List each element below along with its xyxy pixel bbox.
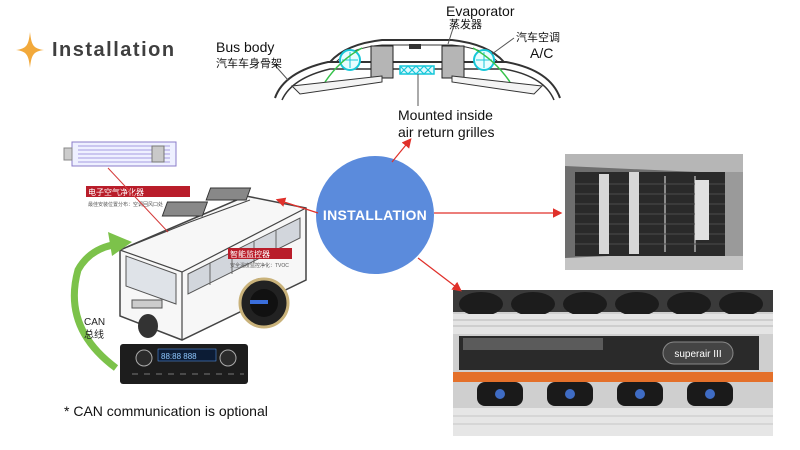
can-footnote: * CAN communication is optional [64,403,268,419]
control-panel-image: 88:88 888 [120,344,248,384]
monitor-tag-text: 智能监控器 [230,249,270,259]
installation-hub-label: INSTALLATION [322,207,428,223]
monitor-tag [228,248,292,259]
bus-illustration: 电子空气净化器 最佳安装位置分布：空调回风口处 智能监控器 安全温度监控净化：T… [63,141,307,384]
mounted-label-line2: air return grilles [398,124,495,140]
superair-badge-text: superair III [674,349,721,360]
evaporator-installed-photo [565,154,743,270]
ac-label: A/C [530,45,554,61]
bus-cross-section-diagram [271,21,561,106]
superair-unit-photo: superair III [453,290,773,436]
evaporator-label: Evaporator [446,3,515,19]
bus-body-label: Bus body [216,39,275,55]
purifier-tag-subtext: 最佳安装位置分布：空调回风口处 [88,201,163,208]
panel-display: 88:88 888 [161,352,197,361]
page-title: Installation [52,39,176,61]
can-label-line1: CAN [84,317,105,328]
installation-hub: INSTALLATION [316,156,434,274]
bus-body-cn-label: 汽车车身骨架 [216,58,282,70]
arrow-to-bottom-photo [417,257,462,292]
purifier-tag [86,186,190,197]
evaporator-cn-label: 蒸发器 [449,19,482,31]
arrow-to-left-bus [275,197,319,214]
purifier-device-image [63,141,177,167]
arrow-to-top-diagram [391,138,412,163]
purifier-tag-text: 电子空气净化器 [88,187,144,197]
monitor-tag-subtext: 安全温度监控净化：TVOC [230,262,289,269]
star-icon [16,32,44,68]
ac-cn-label: 汽车空调 [516,32,560,44]
monitor-device-image [238,277,290,329]
can-label-line2: 总线 [84,328,104,341]
mounted-label-line1: Mounted inside [398,107,493,123]
slide-header: Installation [14,30,194,70]
